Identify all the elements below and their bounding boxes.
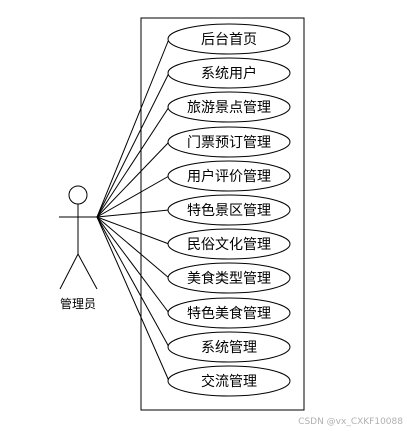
actor-label: 管理员 <box>60 296 96 311</box>
use-case-label: 民俗文化管理 <box>187 237 271 253</box>
use-case-ellipse <box>167 262 291 294</box>
use-case-attractions: 旅游景点管理 <box>167 91 291 123</box>
actor-right-leg <box>77 253 98 290</box>
use-case-ellipse <box>167 297 291 329</box>
use-case-label: 特色美食管理 <box>187 305 271 322</box>
use-case-reviews: 用户评价管理 <box>167 160 291 192</box>
association-line-tickets <box>96 141 170 218</box>
association-line-reviews <box>96 175 170 218</box>
association-line-attractions <box>96 106 170 218</box>
use-case-users: 系统用户 <box>167 57 291 89</box>
use-case-ellipse <box>167 126 291 158</box>
actor-stick-figure <box>59 185 98 290</box>
use-case-label: 系统管理 <box>201 340 257 356</box>
association-lines <box>96 38 170 382</box>
association-line-exchange <box>96 216 170 382</box>
association-line-food-types <box>96 216 170 279</box>
association-line-system <box>96 216 170 348</box>
use-case-special-food: 特色美食管理 <box>167 297 291 329</box>
use-case-label: 门票预订管理 <box>187 135 271 151</box>
association-line-users <box>96 72 170 218</box>
use-case-ellipse <box>167 160 291 192</box>
actor-head <box>68 185 88 205</box>
association-line-special-attractions <box>96 209 170 218</box>
association-line-folk-culture <box>96 216 170 245</box>
use-case-system: 系统管理 <box>167 331 291 363</box>
use-case-label: 美食类型管理 <box>187 270 271 287</box>
use-case-home: 后台首页 <box>167 23 291 55</box>
use-case-label: 特色景区管理 <box>187 202 271 219</box>
use-case-label: 用户评价管理 <box>187 168 271 185</box>
use-case-ellipse <box>167 228 291 260</box>
association-line-special-food <box>96 216 170 314</box>
use-case-exchange: 交流管理 <box>167 365 291 397</box>
use-case-ellipse <box>167 57 291 89</box>
actor-left-leg <box>59 253 79 290</box>
use-case-food-types: 美食类型管理 <box>167 262 291 294</box>
use-case-label: 旅游景点管理 <box>187 100 271 116</box>
use-case-tickets: 门票预订管理 <box>167 126 291 158</box>
use-case-ellipse <box>167 194 291 226</box>
association-line-home <box>96 38 170 218</box>
use-case-ellipse <box>167 91 291 123</box>
use-case-ellipse <box>167 331 291 363</box>
use-case-label: 交流管理 <box>201 373 257 390</box>
system-boundary <box>140 17 305 411</box>
use-case-ellipse <box>167 23 291 55</box>
use-case-group: 后台首页系统用户旅游景点管理门票预订管理用户评价管理特色景区管理民俗文化管理美食… <box>167 23 291 397</box>
watermark: CSDN @vx_CXKF10088 <box>298 417 403 427</box>
use-case-label: 后台首页 <box>201 32 257 48</box>
use-case-ellipse <box>167 365 291 397</box>
use-case-special-attractions: 特色景区管理 <box>167 194 291 226</box>
use-case-label: 系统用户 <box>201 65 257 82</box>
use-case-folk-culture: 民俗文化管理 <box>167 228 291 260</box>
